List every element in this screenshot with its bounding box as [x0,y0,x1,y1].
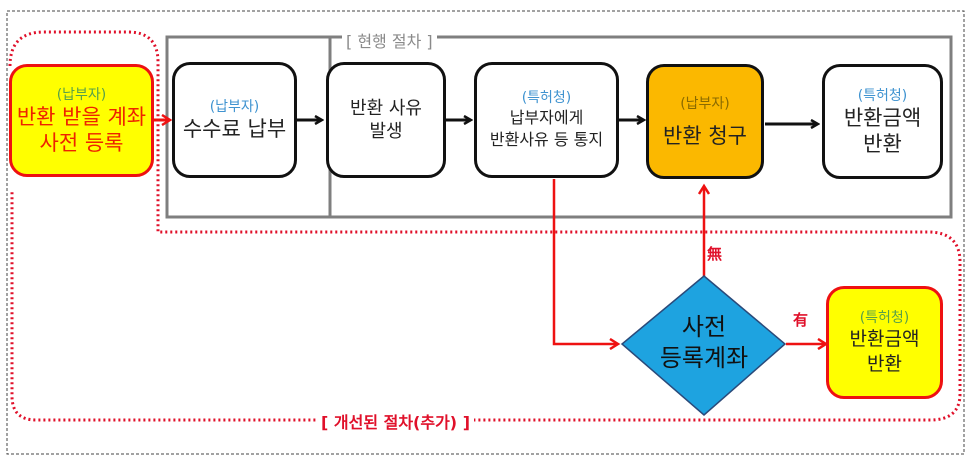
node-text: 반환금액 [849,327,920,350]
node-actor: (납부자) [680,95,730,112]
node-actor: (납부자) [56,86,107,103]
node-pay-fee: (납부자) 수수료 납부 [172,62,297,178]
node-claim: (납부자) 반환 청구 [646,64,764,179]
node-pre-register: (납부자) 반환 받을 계좌 사전 등록 [9,64,154,177]
node-text: 수수료 납부 [182,117,287,141]
arrow-notify-to-decision [552,179,618,344]
decision-label: 사전 등록계좌 [644,312,764,374]
decision-text: 등록계좌 [659,344,749,372]
node-actor: (특허청) [521,90,572,106]
current-process-frame [167,35,953,219]
node-actor: (특허청) [857,87,908,104]
node-text: 반환 받을 계좌 [16,104,147,129]
node-refund-reason: 반환 사유 발생 [326,62,446,178]
node-text: 반환사유 등 통지 [489,130,604,149]
branch-label-no: 無 [707,245,723,263]
node-refund-current: (특허청) 반환금액 반환 [822,64,943,179]
node-actor: (특허청) [859,309,910,326]
node-text: 반환 [863,131,902,156]
node-text: 발생 [369,121,403,142]
node-text: 반환 사유 [350,98,422,119]
improved-process-boundary [8,30,962,422]
improved-process-title: [ 개선된 절차(추가) ] [317,409,475,433]
current-process-title: [ 현행 절차 ] [342,28,437,52]
decision-text: 사전 [681,313,727,341]
decision-diamond [620,275,787,416]
node-notify: (특허청) 납부자에게 반환사유 등 통지 [474,62,619,178]
node-text: 납부자에게 [509,108,584,127]
node-text: 반환 [867,352,902,375]
node-actor: (납부자) [209,99,260,115]
node-text: 사전 등록 [39,130,124,155]
node-refund-new: (특허청) 반환금액 반환 [826,286,943,399]
node-text: 반환금액 [843,105,922,130]
branch-label-yes: 有 [793,311,809,329]
node-text: 반환 청구 [663,123,747,148]
